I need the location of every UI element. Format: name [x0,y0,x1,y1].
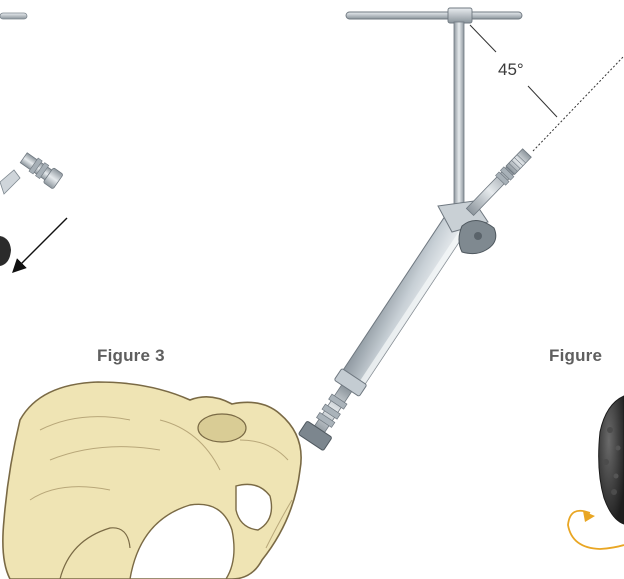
figure-label-right: Figure [549,346,602,366]
t-handle-hub [448,8,472,23]
angle-label: 45° [498,60,524,80]
left-partial-instrument [0,13,63,266]
left-dark-object [0,236,11,266]
main-tube [341,207,473,388]
left-t-handle-stub [0,13,27,19]
acetabulum-socket [198,414,246,442]
pelvis-bone [3,382,301,579]
left-shaft-fragment [0,170,20,194]
insertion-axis-line [533,56,624,151]
angle-leader-line-top [470,25,496,52]
angle-leader-line-bottom [528,86,557,117]
t-handle-crossbar [346,12,522,19]
reamer-instrument [298,8,532,451]
figure-label-left: Figure 3 [97,346,165,366]
right-partial-figure [599,396,624,524]
reamer-head-dark [599,396,624,524]
arrow-down-left-icon [17,218,67,268]
left-threaded-tip [19,150,64,189]
t-handle-vertical-rod [454,22,464,207]
